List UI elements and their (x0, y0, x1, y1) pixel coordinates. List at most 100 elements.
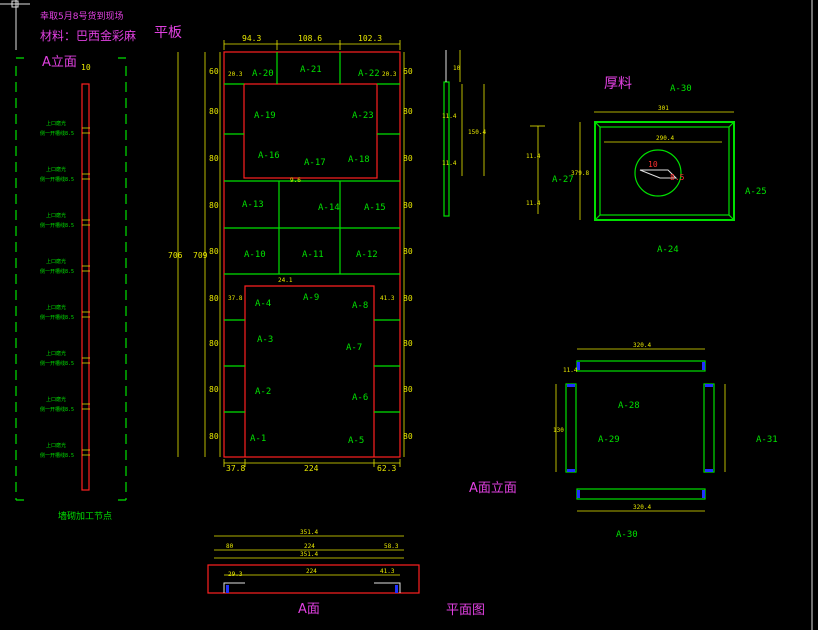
left_dims-8: 80 (209, 432, 219, 441)
right_dims-7: 80 (403, 385, 413, 394)
right_dims-1: 80 (403, 107, 413, 116)
label-a19: A-19 (254, 111, 276, 121)
plan-inner-m: 224 (306, 568, 317, 575)
right_dims-0: 60 (403, 67, 413, 76)
thick-circle-dim1: 10 (648, 160, 658, 169)
label-a17: A-17 (304, 158, 326, 168)
frame-center-label: A-28 (618, 401, 640, 411)
left_dims-7: 80 (209, 385, 219, 394)
plan-dim-m: 224 (304, 543, 315, 550)
strip-note-line2: 侧一开槽线8.5 (40, 452, 74, 459)
header-flat-board: 平板 (154, 25, 182, 41)
label-a14: A-14 (318, 203, 340, 213)
thick-right-label: A-25 (745, 187, 767, 197)
frame-bottom-label: A-30 (616, 530, 638, 540)
plan-outer-outline[interactable] (207, 564, 420, 594)
strip-note-line2: 侧一开槽线8.5 (40, 222, 74, 229)
label-a20: A-20 (252, 69, 274, 79)
frame-top-dim: 320.4 (633, 342, 651, 349)
strip-groove-mark (82, 219, 90, 226)
thick-left-d2: 11.4 (526, 200, 541, 207)
dim-mid1: 9.6 (290, 177, 301, 184)
plan-inner-l: 29.3 (228, 571, 243, 578)
thick-dim-total: 301 (658, 105, 669, 112)
ucs-corner-icon (0, 0, 30, 50)
plan-inner-r: 41.3 (380, 568, 395, 575)
strip-note-line2: 侧一开槽线8.5 (40, 406, 74, 413)
frame-view-title: A面立面 (469, 481, 517, 496)
strip-note-line1: 上口磨光 (46, 120, 66, 127)
strip-groove-mark (82, 357, 90, 364)
label-a1: A-1 (250, 434, 266, 444)
label-a18: A-18 (348, 155, 370, 165)
right_dims-8: 80 (403, 432, 413, 441)
frame-side-dim: 130 (553, 427, 564, 434)
side-strip-rect[interactable] (81, 83, 90, 491)
main-panel-outline[interactable] (223, 51, 401, 458)
upper-window[interactable] (243, 83, 378, 179)
dim-mr: 41.3 (380, 295, 395, 302)
thick-outer-frame[interactable] (594, 121, 735, 221)
dim-tl: 20.3 (228, 71, 243, 78)
thick-bottom-label: A-24 (657, 245, 679, 255)
plan-a-face-title: A面 (298, 602, 320, 617)
strip-top-dim: 10 (81, 63, 91, 72)
left_dims-5: 80 (209, 294, 219, 303)
strip-note-line1: 上口磨光 (46, 396, 66, 403)
strip-groove-mark (82, 127, 90, 134)
label-a8: A-8 (352, 301, 368, 311)
frame-left-bar[interactable] (565, 383, 577, 473)
strip-note-line2: 侧一开槽线8.5 (40, 268, 74, 275)
label-a9: A-9 (303, 293, 319, 303)
left_dims-4: 80 (209, 247, 219, 256)
label-a7: A-7 (346, 343, 362, 353)
thick-circle-cut[interactable] (634, 149, 682, 197)
plan-dim-top: 351.4 (300, 529, 318, 536)
plan-dim-r: 58.3 (384, 543, 399, 550)
height-dim-left2: 709 (193, 251, 208, 260)
strip-groove-mark (82, 173, 90, 180)
lower-opening[interactable] (244, 285, 375, 457)
thick-left-label: A-27 (552, 175, 574, 185)
strip-groove-mark (82, 265, 90, 272)
top-dim-3: 102.3 (358, 34, 382, 43)
dim-ml: 37.8 (228, 295, 243, 302)
thick-material-view[interactable]: 厚料 A-30 301 290.4 10 8.5 379.8 11.4 11.4… (526, 76, 767, 255)
plan-dim-l: 80 (226, 543, 234, 550)
frame-right-bar[interactable] (703, 383, 715, 473)
strip-note-line1: 上口磨光 (46, 258, 66, 265)
left_dims-3: 80 (209, 201, 219, 210)
bottom-dim-2: 224 (304, 464, 319, 473)
dim-mid2: 24.1 (278, 277, 293, 284)
label-a10: A-10 (244, 250, 266, 260)
label-a2: A-2 (255, 387, 271, 397)
label-a6: A-6 (352, 393, 368, 403)
frame-right-label: A-31 (756, 435, 778, 445)
right_dims-3: 80 (403, 201, 413, 210)
frame-view[interactable]: 320.4 320.4 130 11.4 A-28 A-29 A-31 A-30… (469, 342, 778, 540)
frame-bottom-bar[interactable] (576, 488, 706, 500)
height-dim-left: 706 (168, 251, 183, 260)
process-node-label: 墙砌加工节点 (58, 510, 112, 522)
frame-small-dim: 11.4 (563, 367, 578, 374)
thick-dim-inner: 290.4 (656, 135, 674, 142)
left_dims-1: 80 (209, 107, 219, 116)
frame-top-bar[interactable] (576, 360, 706, 372)
strip-note-line1: 上口磨光 (46, 166, 66, 173)
strip-note-line1: 上口磨光 (46, 350, 66, 357)
strip-groove-mark (82, 403, 90, 410)
strip-note-line2: 侧一开槽线8.5 (40, 360, 74, 367)
thick-height: 379.8 (571, 170, 589, 177)
plan-view[interactable]: 351.4 80 224 58.3 351.4 29.3 224 41.3 A面… (207, 529, 485, 618)
header-material: 材料：巴西金彩麻 (40, 28, 136, 43)
left-elevation-view[interactable]: A立面 10 上口磨光侧一开槽线8.5上口磨光侧一开槽线8.5上口磨光侧一开槽线… (15, 55, 127, 522)
section-view[interactable]: 10 11.4 11.4 150.4 (442, 50, 486, 217)
label-a12: A-12 (356, 250, 378, 260)
label-a5: A-5 (348, 436, 364, 446)
left-view-title: A立面 (42, 55, 77, 70)
